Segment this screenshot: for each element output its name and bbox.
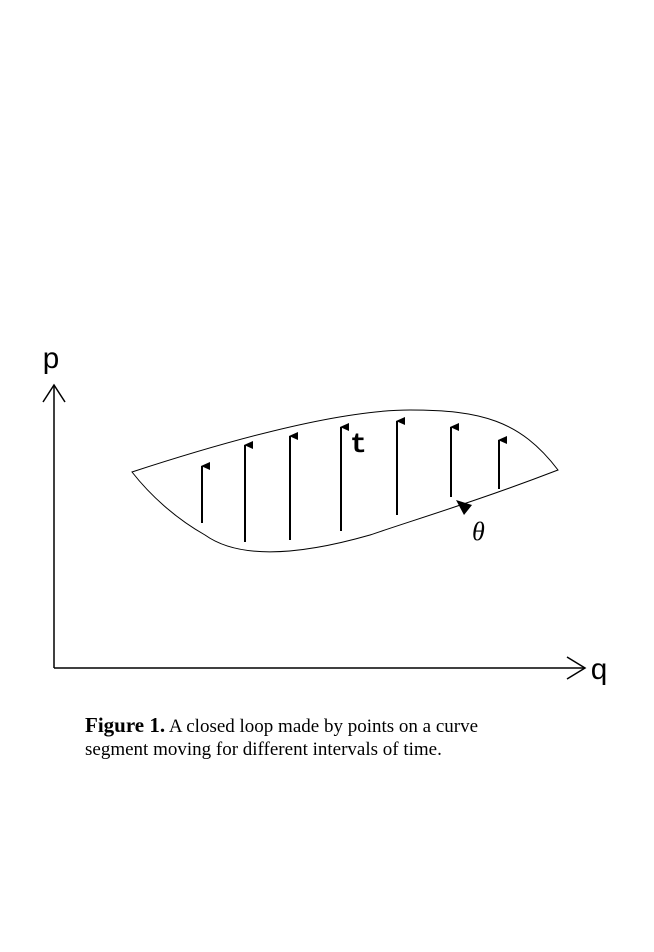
closed-loop-curve (131, 409, 559, 553)
caption-text-1: A closed loop made by points on a curve (168, 716, 479, 737)
theta-label: θ (472, 517, 485, 546)
curve-direction-arrowhead (456, 500, 472, 515)
figure-number: Figure 1. (85, 713, 166, 737)
caption-line-1: Figure 1. A closed loop made by points o… (85, 714, 605, 738)
time-label: t (350, 430, 367, 461)
q-axis-arrow (566, 656, 587, 680)
caption-line-2: segment moving for different intervals o… (85, 739, 442, 760)
p-axis-arrow (42, 383, 66, 403)
p-axis-label: p (42, 344, 60, 378)
figure-caption: Figure 1. A closed loop made by points o… (85, 714, 605, 761)
q-axis-label: q (590, 655, 608, 689)
